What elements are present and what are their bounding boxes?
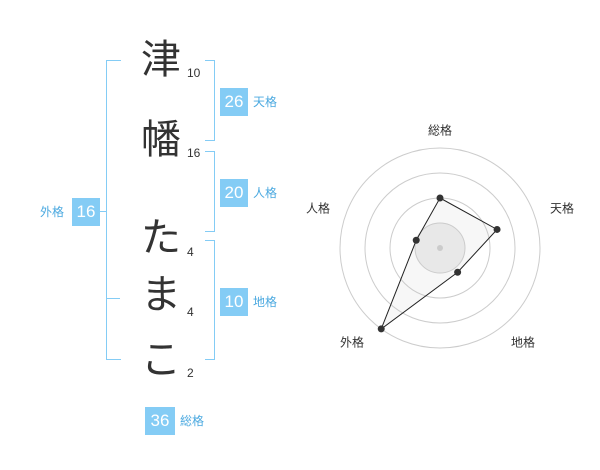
name-char-1: 津 [141, 37, 181, 83]
stroke-count-2: 16 [187, 146, 201, 160]
tenkaku-bracket [205, 60, 215, 141]
radar-point-3 [377, 325, 385, 333]
radar-point-1 [493, 225, 501, 233]
soukaku-value-badge: 36 [145, 407, 175, 435]
radar-ring-4 [339, 147, 541, 349]
stroke-count-1: 10 [187, 66, 201, 80]
name-char-2: 幡 [141, 117, 181, 163]
stroke-count-5: 2 [187, 366, 194, 380]
jinkaku-value-badge: 20 [220, 179, 248, 207]
radar-label-chikaku: 地格 [510, 335, 536, 350]
gaikaku-bracket [106, 60, 121, 360]
jinkaku-bracket [205, 151, 215, 232]
gaikaku-connector [98, 211, 106, 212]
radar-point-4 [412, 236, 420, 244]
radar-point-0 [436, 194, 444, 202]
radar-point-2 [454, 268, 462, 276]
radar-center [437, 245, 443, 251]
radar-label-tenkaku: 天格 [549, 201, 575, 216]
stroke-count-3: 4 [187, 245, 194, 259]
radar-label-gaikaku: 外格 [339, 335, 365, 350]
radar-label-jinkaku: 人格 [305, 201, 331, 216]
soukaku-label: 総格 [180, 414, 205, 428]
radar-series-polygon [380, 197, 498, 331]
gaikaku-value-badge: 16 [72, 198, 100, 226]
jinkaku-label: 人格 [253, 186, 278, 200]
name-char-5: こ [141, 337, 181, 383]
gaikaku-split [106, 298, 120, 299]
chikaku-bracket [205, 240, 215, 360]
stroke-count-4: 4 [187, 305, 194, 319]
chikaku-label: 地格 [253, 295, 278, 309]
chikaku-value-badge: 10 [220, 288, 248, 316]
name-char-4: ま [141, 272, 181, 318]
tenkaku-label: 天格 [253, 95, 278, 109]
radar-ring-3 [364, 172, 516, 324]
name-char-3: た [141, 215, 181, 261]
gaikaku-label: 外格 [40, 205, 65, 219]
radar-label-soukaku: 総格 [427, 123, 453, 138]
tenkaku-value-badge: 26 [220, 88, 248, 116]
